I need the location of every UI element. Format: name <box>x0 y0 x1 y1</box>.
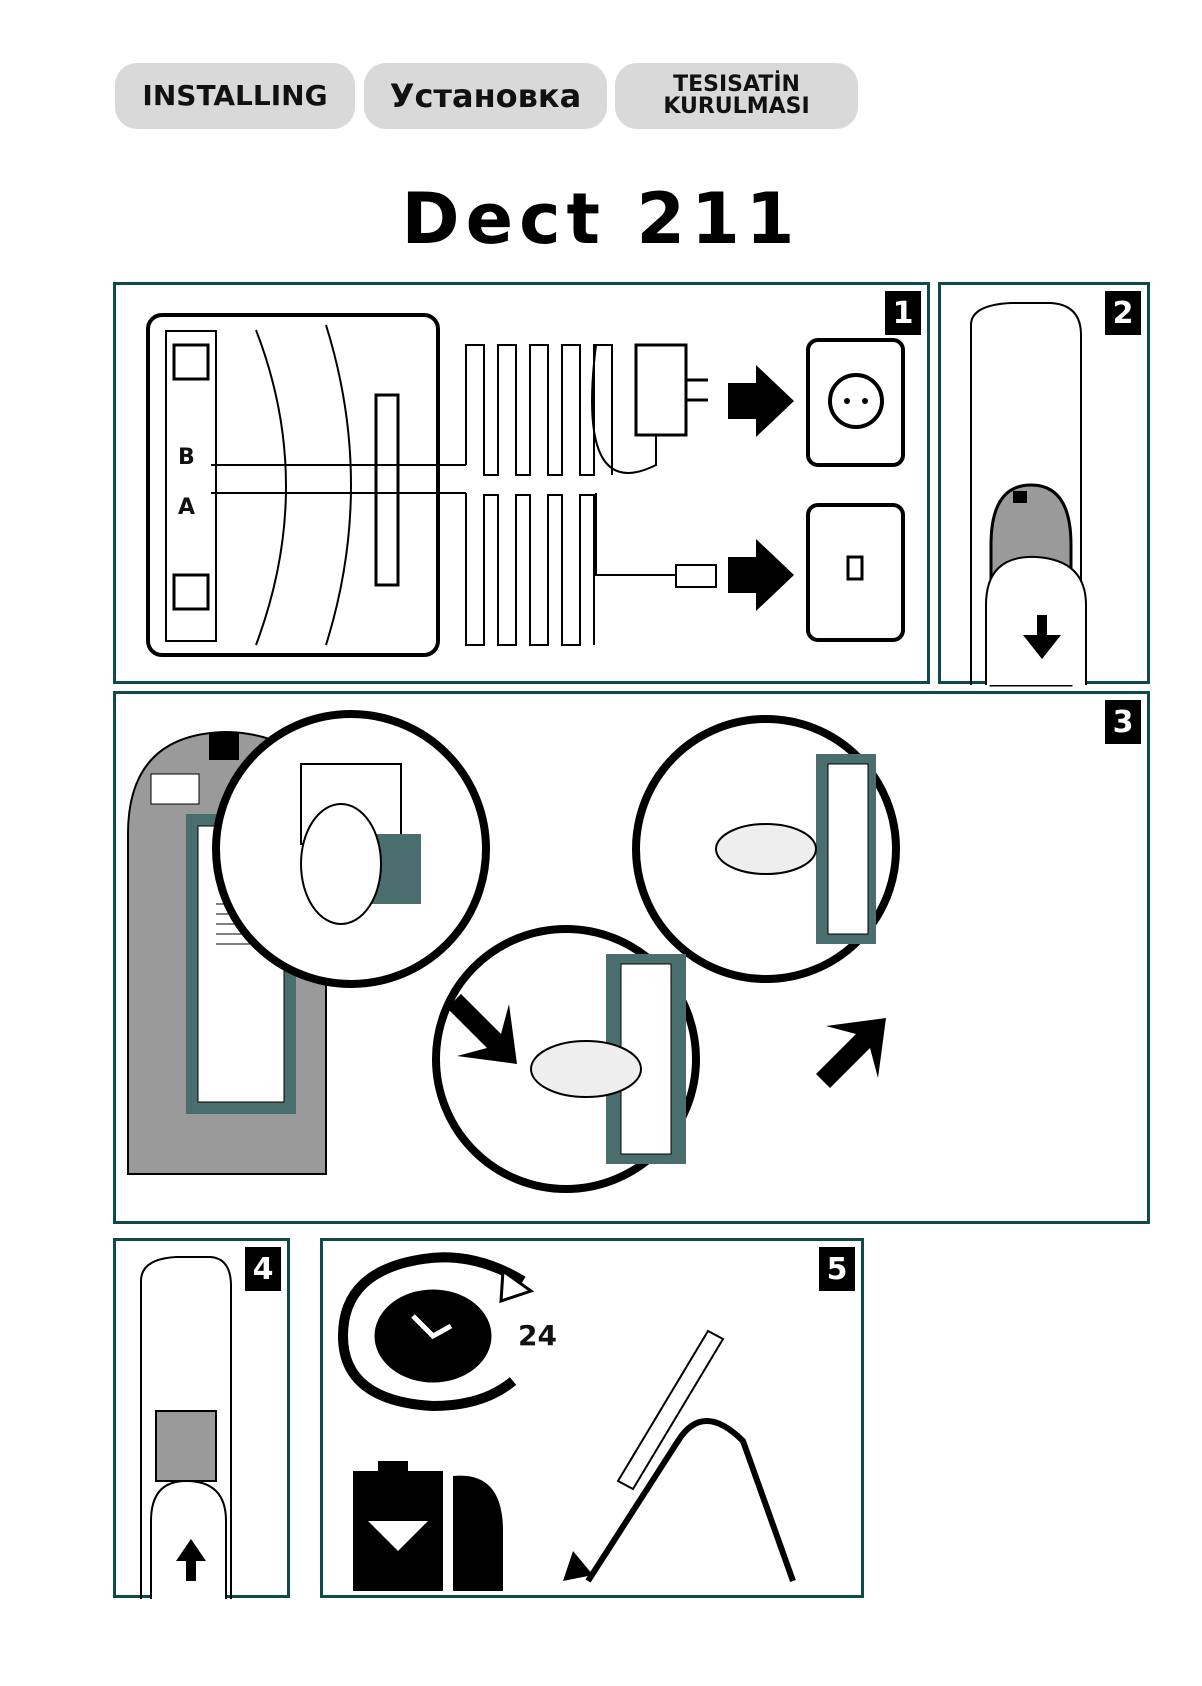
handset <box>616 1329 725 1491</box>
finger <box>300 803 382 925</box>
line-b-label: B <box>178 445 195 470</box>
tab-installing[interactable]: INSTALLING <box>115 63 355 129</box>
handset-close-cover-illustration <box>140 1256 232 1599</box>
base-station-back <box>146 313 440 657</box>
socket-icon <box>172 343 210 381</box>
tab-label: INSTALLING <box>142 79 328 112</box>
finger <box>715 823 817 875</box>
step-number: 2 <box>1105 291 1141 335</box>
arrow-down-right-icon <box>447 994 517 1064</box>
base-station-connection-illustration <box>146 313 905 657</box>
arrow-down-left-icon <box>563 1551 593 1581</box>
tab-label: Установка <box>389 77 582 115</box>
wall-phone-outlet <box>806 503 905 642</box>
battery-insert-illustration <box>127 710 900 1193</box>
charge-hours-label: 24 <box>518 1319 557 1352</box>
arrow-up-right-icon <box>816 1018 886 1088</box>
arrow-right-icon <box>728 365 794 437</box>
socket-icon <box>172 573 210 611</box>
battery-cover <box>150 1479 227 1599</box>
step-2-panel: 2 <box>938 282 1150 687</box>
charging-cradle <box>585 1418 796 1583</box>
charger-icon <box>453 1475 503 1591</box>
page-title: Dect 211 <box>401 178 801 260</box>
charging-illustration <box>337 1252 796 1591</box>
rotation-arrow <box>337 1252 526 1412</box>
battery-cover <box>985 555 1087 685</box>
tab-ustanovka[interactable]: Установка <box>364 63 607 129</box>
step-number: 5 <box>819 1247 855 1291</box>
step-number: 3 <box>1105 700 1141 744</box>
step-5-panel: 24 5 <box>320 1238 864 1598</box>
arrow-up-icon <box>176 1539 206 1581</box>
wall-power-outlet <box>806 338 905 467</box>
power-adapter <box>634 343 688 437</box>
step-4-panel: 4 <box>113 1238 290 1599</box>
step-3-panel: 3 <box>113 691 1150 1224</box>
step-1-panel: B A 1 <box>113 282 930 684</box>
step-number: 4 <box>245 1247 281 1291</box>
tab-label-line1: TESISATİN <box>673 72 800 97</box>
tab-tesisatin-kurulmasi[interactable]: TESISATİN KURULMASI <box>615 63 858 129</box>
step-number: 1 <box>885 291 921 335</box>
phone-cable <box>465 493 595 646</box>
arrow-down-icon <box>1023 615 1061 659</box>
phone-plug <box>675 564 717 588</box>
power-cable <box>465 344 613 476</box>
finger <box>530 1040 642 1098</box>
arrow-right-icon <box>728 539 794 611</box>
line-a-label: A <box>178 495 196 520</box>
handset-open-cover-illustration <box>970 302 1087 687</box>
tab-label-line2: KURULMASI <box>663 94 810 119</box>
